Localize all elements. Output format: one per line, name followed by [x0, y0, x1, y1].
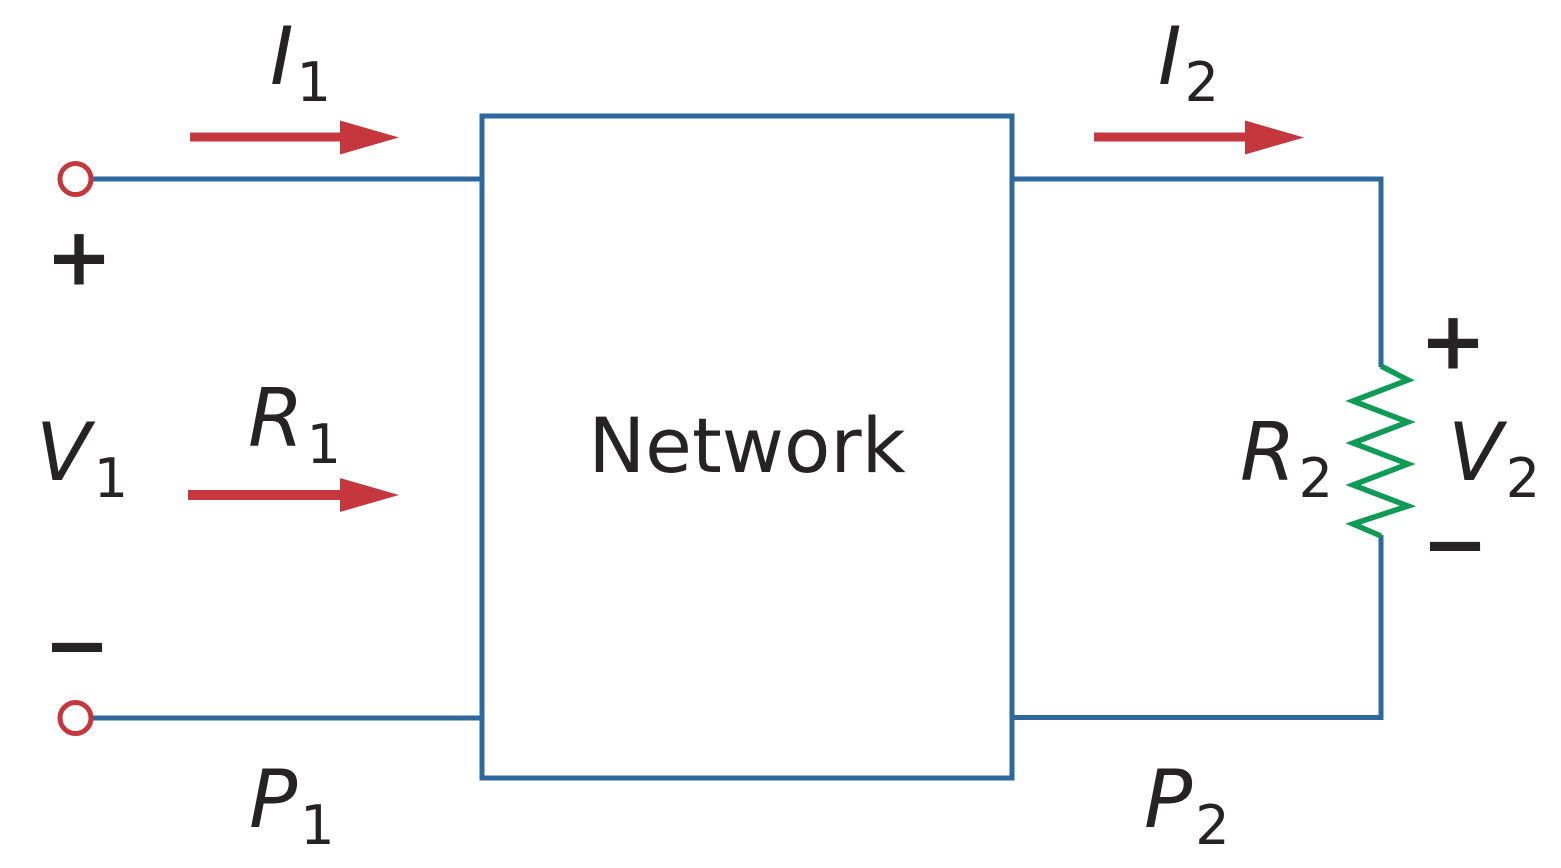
terminal-input-bottom [57, 700, 94, 736]
terminal-input-top [57, 161, 94, 197]
label-v1: V1 [36, 406, 128, 510]
label-r1: R1 [248, 372, 341, 476]
polarity-plus-v1: + [45, 211, 112, 304]
label-p2: P2 [1144, 753, 1230, 857]
label-p1: P1 [249, 753, 335, 857]
polarity-minus-v2: − [1421, 498, 1488, 591]
wire-output-bottom [1010, 535, 1384, 720]
label-v2: V2 [1448, 406, 1540, 510]
label-i2: I2 [1158, 10, 1219, 114]
polarity-minus-v1: − [43, 599, 110, 692]
direction-arrow-r1-icon [188, 478, 399, 512]
polarity-plus-v2: + [1419, 295, 1486, 388]
current-arrow-i1-icon [190, 120, 399, 155]
resistor-r2-icon [1345, 363, 1417, 539]
network-box [479, 113, 1015, 781]
label-i1: I1 [270, 10, 331, 114]
label-r2: R2 [1240, 406, 1333, 510]
network-box-label: Network [588, 401, 905, 490]
current-arrow-i2-icon [1094, 120, 1304, 155]
wire-output-top [1010, 176, 1384, 367]
